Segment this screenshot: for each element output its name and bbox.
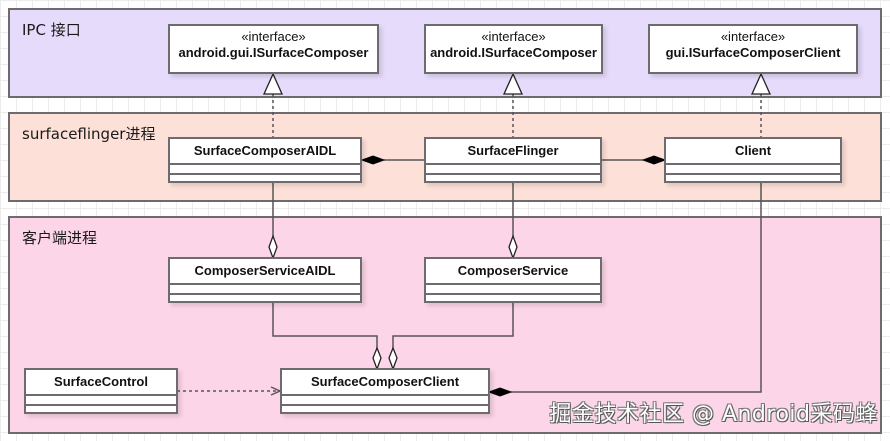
class-name: SurfaceComposerAIDL	[170, 139, 360, 165]
class-attributes	[26, 396, 176, 406]
class-operations	[26, 406, 176, 414]
stereotype-label: «interface»	[481, 29, 546, 44]
interface-android-isurfacecomposer[interactable]: «interface» android.ISurfaceComposer	[424, 24, 603, 74]
group-label-ipc: IPC 接口	[22, 21, 81, 39]
class-surfaceflinger[interactable]: SurfaceFlinger	[424, 137, 602, 183]
class-name: SurfaceFlinger	[426, 139, 600, 165]
interface-name: android.ISurfaceComposer	[430, 45, 597, 60]
class-attributes	[426, 285, 600, 295]
group-label-client: 客户端进程	[22, 229, 98, 247]
class-operations	[170, 295, 360, 303]
class-operations	[426, 295, 600, 303]
class-client[interactable]: Client	[664, 137, 842, 183]
interface-android-gui-isurfacecomposer[interactable]: «interface» android.gui.ISurfaceComposer	[168, 24, 379, 74]
interface-gui-isurfacecomposerclient[interactable]: «interface» gui.ISurfaceComposerClient	[648, 24, 858, 74]
class-name: SurfaceControl	[26, 370, 176, 396]
class-attributes	[170, 285, 360, 295]
class-attributes	[170, 165, 360, 175]
class-attributes	[666, 165, 840, 175]
class-name: Client	[666, 139, 840, 165]
class-composerservice[interactable]: ComposerService	[424, 257, 602, 303]
class-surfacecomposeraidl[interactable]: SurfaceComposerAIDL	[168, 137, 362, 183]
class-name: ComposerServiceAIDL	[170, 259, 360, 285]
class-name: ComposerService	[426, 259, 600, 285]
watermark: 掘金技术社区 @ Android采码蜂	[549, 402, 878, 427]
class-attributes	[426, 165, 600, 175]
class-operations	[170, 175, 360, 183]
group-label-surfaceflinger: surfaceflinger进程	[22, 125, 156, 143]
class-surfacecomposerclient[interactable]: SurfaceComposerClient	[280, 368, 490, 414]
class-operations	[666, 175, 840, 183]
class-attributes	[282, 396, 488, 406]
stereotype-label: «interface»	[720, 29, 786, 44]
interface-name: android.gui.ISurfaceComposer	[178, 45, 369, 60]
class-surfacecontrol[interactable]: SurfaceControl	[24, 368, 178, 414]
class-name: SurfaceComposerClient	[282, 370, 488, 396]
stereotype-label: «interface»	[241, 29, 306, 44]
interface-name: gui.ISurfaceComposerClient	[665, 45, 841, 60]
class-composerserviceaidl[interactable]: ComposerServiceAIDL	[168, 257, 362, 303]
class-operations	[282, 406, 488, 414]
class-operations	[426, 175, 600, 183]
